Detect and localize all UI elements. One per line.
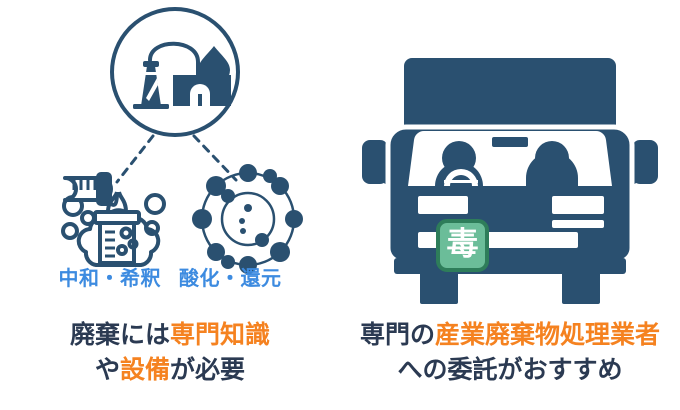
left-sublabels: 中和・希釈 酸化・還元 — [0, 262, 340, 291]
left-caption-line-1: 廃棄には専門知識 — [0, 318, 340, 353]
molecule-ring-icon — [192, 164, 303, 274]
chemical-treatment-illustration — [0, 0, 340, 310]
waste-transport-truck-illustration: 毒 — [340, 0, 680, 310]
poison-badge-character: 毒 — [446, 225, 478, 263]
left-caption-line-2: や設備が必要 — [0, 353, 340, 388]
right-caption-highlight-1: 産業廃棄物処理業者 — [435, 321, 661, 349]
right-caption-line-1: 専門の産業廃棄物処理業者 — [340, 318, 680, 353]
left-caption-highlight-2: 設備 — [119, 356, 170, 384]
left-panel: 中和・希釈 酸化・還元 廃棄には専門知識 や設備が必要 — [0, 0, 340, 388]
right-panel: 毒 専門の産業廃棄物処理業者 への委託がおすすめ — [340, 0, 680, 410]
sublabel-oxidation-reduction: 酸化・還元 — [179, 268, 282, 290]
factory-refinery-circle-icon — [110, 7, 240, 137]
dashed-connector-lines — [115, 134, 238, 184]
right-caption: 専門の産業廃棄物処理業者 への委託がおすすめ — [340, 318, 680, 388]
left-caption-text-a: 廃棄には — [69, 321, 170, 349]
right-caption-text-b: への委託がおすすめ — [397, 356, 623, 384]
sublabel-neutralization-dilution: 中和・希釈 — [58, 268, 161, 290]
left-caption-highlight-1: 専門知識 — [170, 321, 271, 349]
right-caption-line-2: への委託がおすすめ — [340, 353, 680, 388]
beaker-pipette-icon — [61, 172, 166, 267]
left-caption-text-b: や — [94, 356, 120, 384]
right-caption-text-a: 専門の — [359, 321, 435, 349]
steering-wheel-icon — [444, 169, 478, 186]
left-caption: 廃棄には専門知識 や設備が必要 — [0, 318, 340, 388]
poison-hazard-placard-icon: 毒 — [436, 219, 489, 272]
truck-front-icon — [362, 58, 658, 304]
left-caption-text-c: が必要 — [170, 356, 246, 384]
